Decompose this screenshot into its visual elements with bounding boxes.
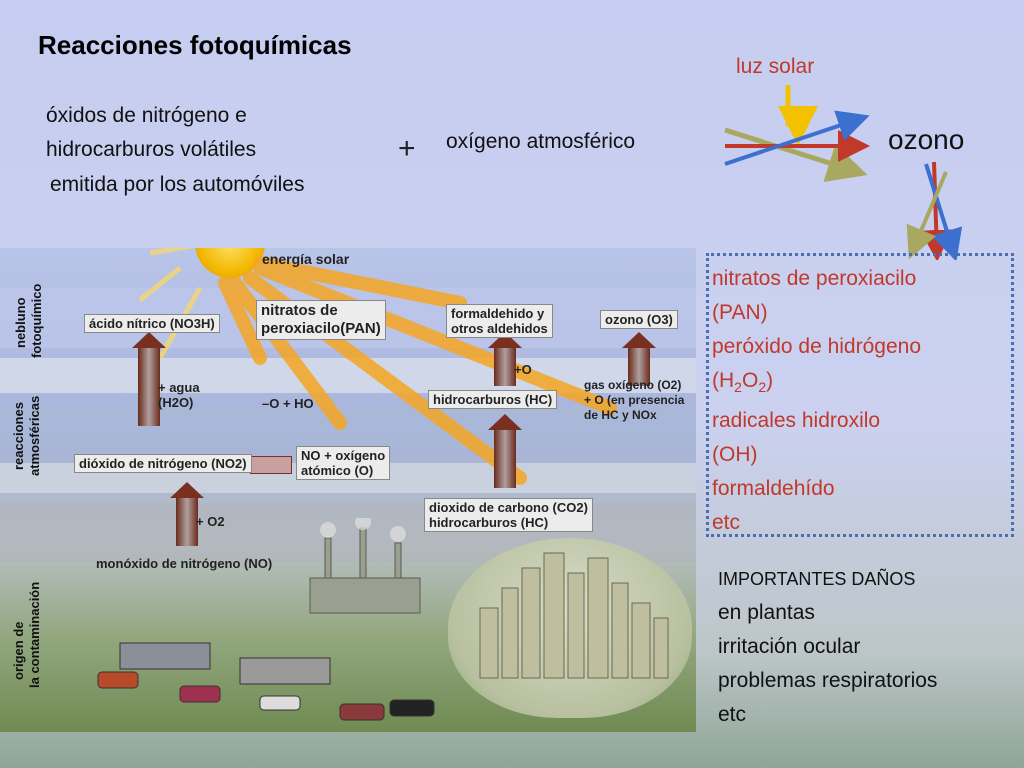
dioxido-nitrogeno-label: dióxido de nitrógeno (NO2) <box>74 454 252 473</box>
damage-item: irritación ocular <box>718 635 861 658</box>
arrow-right-icon <box>250 456 292 474</box>
factory-icon <box>309 518 421 614</box>
page-title: Reacciones fotoquímicas <box>38 30 352 60</box>
products-box <box>706 253 1014 537</box>
product-line: peróxido de hidrógeno <box>712 335 921 358</box>
dioxido-carbono-label: dioxido de carbono (CO2)hidrocarburos (H… <box>424 498 593 532</box>
damage-item: etc <box>718 703 747 726</box>
damages-list: IMPORTANTES DAÑOS en plantas irritación … <box>718 562 937 732</box>
side-label-contaminacion: la contaminación <box>27 581 42 688</box>
blue-arrow-diagonal <box>724 110 870 166</box>
smog-illustration: energía solar nebluno fotoquímico reacci… <box>0 248 696 732</box>
olive-arrow-down <box>906 171 948 260</box>
product-line: (PAN) <box>712 301 768 324</box>
product-line: etc <box>712 511 741 535</box>
product-line: nitratos de peroxiacilo <box>712 267 917 290</box>
damages-heading: IMPORTANTES DAÑOS <box>718 569 916 589</box>
product-line: formaldehído <box>712 477 835 501</box>
side-label-nebluno: nebluno <box>13 297 28 348</box>
side-label-reacciones: reacciones <box>11 402 26 470</box>
ozono-o3-label: ozono (O3) <box>600 310 678 329</box>
side-label-fotoquimico: fotoquímico <box>29 283 44 358</box>
damage-item: problemas respiratorios <box>718 669 938 692</box>
damage-item: en plantas <box>718 601 815 624</box>
emitters-line-1: óxidos de nitrógeno e <box>46 104 247 127</box>
olive-arrow <box>724 127 868 183</box>
blue-arrow-down <box>924 163 963 260</box>
reaction-arrows <box>724 85 963 260</box>
product-line-h2o2: (H2O2) <box>712 369 774 396</box>
red-arrow-down <box>920 161 953 260</box>
oxygen-label: oxígeno atmosférico <box>446 130 636 153</box>
agua-label: + agua(H2O) <box>158 380 200 410</box>
emitters-line-2: hidrocarburos volátiles <box>46 138 257 161</box>
product-line: (OH) <box>712 443 758 467</box>
acido-nitrico-label: ácido nítrico (NO3H) <box>84 314 220 333</box>
arrow-up-icon <box>622 332 656 386</box>
arrow-up-icon <box>170 482 204 546</box>
ozono-label: ozono <box>888 124 965 155</box>
arrow-up-icon <box>488 332 522 386</box>
vehicles <box>97 642 435 721</box>
energia-solar-label: energía solar <box>262 251 350 267</box>
plus-o2-label: + O2 <box>196 514 225 529</box>
side-label-origen: origen de <box>11 621 26 680</box>
hidrocarburos-hc-label: hidrocarburos (HC) <box>428 390 558 409</box>
o-ho-label: –O + HO <box>262 396 314 411</box>
products-list: nitratos de peroxiacilo (PAN) peróxido d… <box>712 262 921 540</box>
arrow-up-icon <box>132 332 166 426</box>
luz-solar-label: luz solar <box>736 55 815 78</box>
emitters-line-3: emitida por los automóviles <box>50 173 305 196</box>
monoxido-label: monóxido de nitrógeno (NO) <box>96 556 273 571</box>
side-label-atmosfericas: atmosféricas <box>27 395 42 476</box>
city-buildings <box>479 552 669 679</box>
arrow-up-icon <box>488 414 522 488</box>
plus-sign: + <box>398 132 416 165</box>
plus-o-label: +O <box>514 362 532 377</box>
product-line: radicales hidroxilo <box>712 409 881 433</box>
